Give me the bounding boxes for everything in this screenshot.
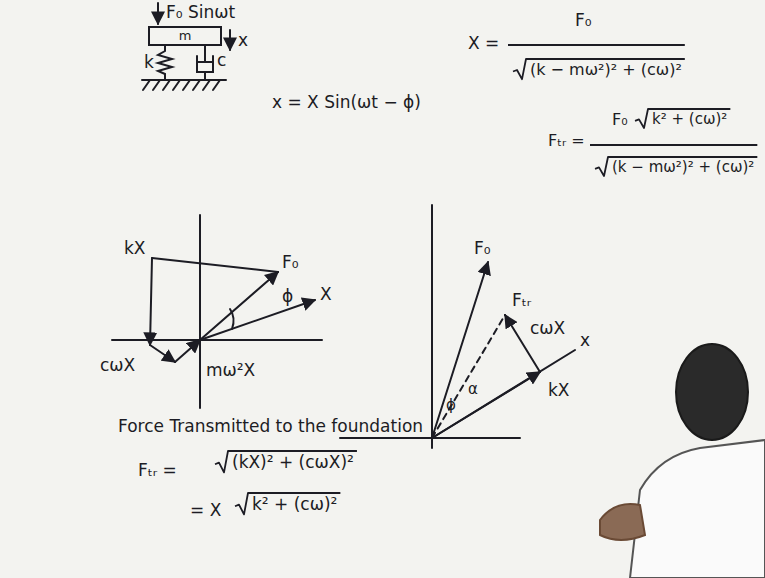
radical-sign <box>595 157 757 176</box>
vector-label: cωX <box>530 318 565 338</box>
equation: x = X Sin(ωt − ϕ) <box>272 92 421 112</box>
angle-label: α <box>468 380 478 398</box>
damper-symbol <box>197 46 213 80</box>
equation: F₀ <box>612 110 628 129</box>
fraction-bar <box>508 44 685 46</box>
vector-label: cωX <box>100 355 135 375</box>
equation: = X <box>190 500 221 520</box>
equation: F₀ <box>575 10 592 30</box>
damper-label: c <box>217 50 226 70</box>
vector-label: kX <box>548 380 570 400</box>
vector-label: F₀ <box>474 238 491 258</box>
displacement-arrow <box>229 30 231 50</box>
phasor-diagram <box>112 215 322 408</box>
equation: (kX)² + (cωX)² <box>232 452 354 472</box>
equation: Fₜᵣ = <box>548 131 585 150</box>
equation: X = <box>468 33 499 53</box>
radical-sign <box>215 451 357 472</box>
vector-label: kX <box>124 238 146 258</box>
equation: (k − mω²)² + (cω)² <box>612 158 754 176</box>
fraction-bar <box>590 144 757 146</box>
equation: (k − mω²)² + (cω)² <box>530 60 682 79</box>
equation: Fₜᵣ = <box>138 460 177 480</box>
vector-label: X <box>320 284 332 304</box>
axis-label: x <box>580 330 590 350</box>
mass-label: m <box>179 29 192 43</box>
equation: k² + (cω)² <box>252 494 337 514</box>
radical-sign <box>235 493 340 514</box>
mass-block: m <box>148 26 222 46</box>
displacement-label: x <box>238 30 248 50</box>
radical-sign <box>635 109 730 128</box>
spring-label: k <box>144 52 154 72</box>
vector-label: F₀ <box>282 252 299 272</box>
spring-symbol <box>158 46 172 80</box>
angle-label: ϕ <box>282 286 293 306</box>
equation: k² + (cω)² <box>652 110 727 128</box>
vector-label: mω²X <box>206 360 255 380</box>
radical-sign <box>513 59 685 79</box>
ground-hatch <box>142 80 226 90</box>
force-arrow <box>157 3 159 24</box>
lecturer-figure <box>600 344 765 578</box>
phasor-diagram <box>340 205 575 448</box>
heading: Force Transmitted to the foundation <box>118 416 423 436</box>
angle-label: ϕ <box>446 396 456 414</box>
vector-label: Fₜᵣ <box>512 290 531 310</box>
force-label: F₀ Sinωt <box>166 2 235 22</box>
